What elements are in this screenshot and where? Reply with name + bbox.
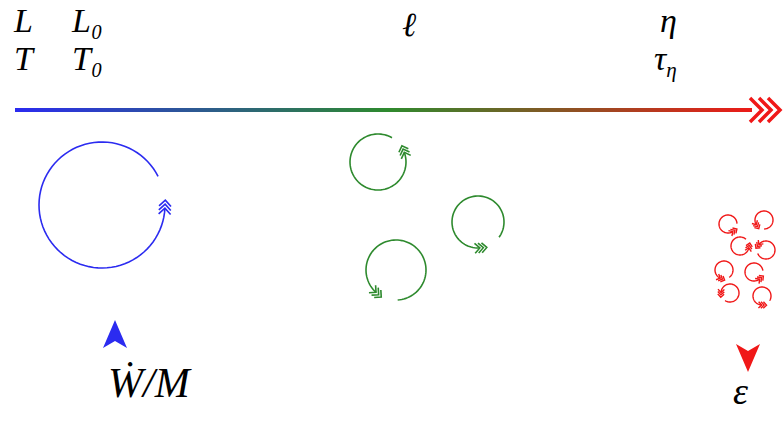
scale-symbol: L <box>14 4 33 38</box>
inertial-eddy <box>366 240 426 300</box>
chevron <box>718 294 724 297</box>
cascade-arrowhead <box>750 98 780 122</box>
chevron <box>757 277 761 282</box>
chevron <box>754 224 759 228</box>
chevron <box>746 243 752 247</box>
dissipative-eddy <box>753 287 771 308</box>
eddy-arc <box>758 241 775 259</box>
chevron <box>755 279 759 284</box>
chevron <box>401 152 410 158</box>
chevron <box>399 146 408 152</box>
chevron <box>757 242 762 246</box>
eddy-arc <box>39 142 165 268</box>
dissipative-eddy <box>718 284 739 302</box>
chevron <box>400 149 409 155</box>
chevron <box>481 243 486 253</box>
dissipation-rate: ε <box>733 372 748 410</box>
chevron <box>768 98 780 122</box>
scale-symbol: η <box>660 4 677 38</box>
injection-rate: Ẇ/M <box>108 362 190 404</box>
scale-symbol: L₀ <box>72 4 103 38</box>
chevron <box>718 275 722 281</box>
chevron <box>752 220 757 224</box>
scale-symbol: ℓ <box>402 8 416 42</box>
large-eddy <box>39 142 171 268</box>
chevron <box>716 274 720 280</box>
dissipation-arrowhead <box>736 344 760 372</box>
dissipative-eddy <box>755 240 775 259</box>
scale-symbol: τη <box>654 42 677 81</box>
chevron <box>755 244 760 248</box>
dissipative-eddy <box>752 211 773 229</box>
scale-symbol: T₀ <box>72 42 103 76</box>
injection-arrowhead <box>103 320 127 348</box>
eddy-arc <box>715 261 733 278</box>
chevron <box>374 290 381 297</box>
chevron <box>730 229 734 234</box>
dissipative-eddy <box>745 263 763 284</box>
chevron <box>732 228 736 233</box>
chevron <box>753 222 758 226</box>
dissipative-eddy <box>715 261 733 282</box>
chevron <box>159 200 171 206</box>
inertial-eddy <box>452 196 504 253</box>
eddy-arc <box>731 237 749 255</box>
eddy-arc <box>745 263 763 281</box>
chevron <box>369 285 376 292</box>
dissipative-eddy <box>731 237 752 255</box>
inertial-eddy <box>350 134 411 190</box>
cascade-axis <box>15 108 752 112</box>
eddy-arc <box>350 134 406 190</box>
scale-symbol: T <box>14 42 33 76</box>
chevron <box>372 288 379 295</box>
chevron <box>763 302 766 308</box>
chevron <box>720 276 724 282</box>
chevron <box>759 276 763 281</box>
chevron <box>728 231 732 236</box>
dissipative-eddy <box>719 215 737 236</box>
eddy-arc <box>452 196 504 248</box>
chevron <box>758 240 763 244</box>
eddy-arc <box>366 240 426 300</box>
